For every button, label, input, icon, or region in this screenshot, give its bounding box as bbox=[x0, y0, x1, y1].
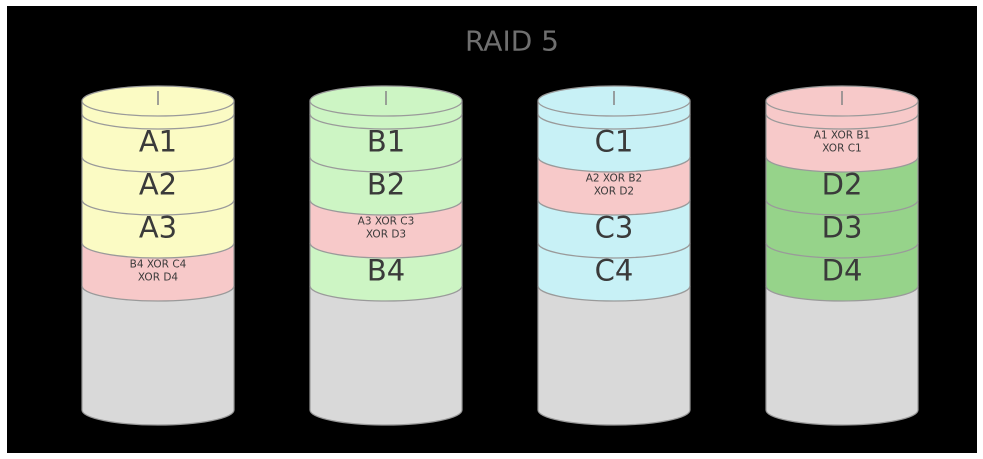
block-separator bbox=[81, 199, 235, 216]
block-label: D2 bbox=[822, 168, 863, 202]
block-separator bbox=[81, 113, 235, 130]
block-separator bbox=[765, 242, 919, 259]
block-label: A2 bbox=[139, 168, 177, 202]
block-separator bbox=[81, 285, 235, 302]
data-block bbox=[82, 157, 234, 215]
data-block bbox=[538, 114, 690, 172]
block-label: A1 bbox=[139, 125, 177, 159]
block-separator bbox=[81, 156, 235, 173]
data-block bbox=[766, 157, 918, 215]
data-block bbox=[82, 114, 234, 172]
block-separator bbox=[309, 113, 463, 130]
block-separator bbox=[309, 199, 463, 216]
block-separator bbox=[765, 113, 919, 130]
data-block bbox=[538, 200, 690, 258]
data-block bbox=[310, 157, 462, 215]
disk-bottom-edge bbox=[765, 409, 919, 426]
block-separator bbox=[81, 242, 235, 259]
disk-empty-space bbox=[310, 286, 462, 425]
block-separator bbox=[537, 199, 691, 216]
block-separator bbox=[309, 242, 463, 259]
parity-block bbox=[310, 200, 462, 258]
block-separator bbox=[537, 156, 691, 173]
block-label: B4 XOR C4 bbox=[130, 259, 187, 271]
block-label: XOR C1 bbox=[822, 143, 861, 155]
data-block bbox=[538, 243, 690, 301]
data-block bbox=[82, 200, 234, 258]
disk-empty-space bbox=[766, 286, 918, 425]
data-block bbox=[766, 200, 918, 258]
block-label: XOR D3 bbox=[366, 229, 406, 241]
block-separator bbox=[765, 156, 919, 173]
block-separator bbox=[309, 285, 463, 302]
block-separator bbox=[765, 199, 919, 216]
block-label: A1 XOR B1 bbox=[814, 130, 871, 142]
disk-bottom-edge bbox=[537, 409, 691, 426]
data-block bbox=[310, 243, 462, 301]
block-separator bbox=[537, 242, 691, 259]
block-label: C4 bbox=[595, 254, 634, 288]
block-label: D4 bbox=[822, 254, 863, 288]
block-separator bbox=[309, 156, 463, 173]
block-label: A3 bbox=[139, 211, 177, 245]
parity-block bbox=[766, 114, 918, 172]
block-label: B4 bbox=[367, 254, 405, 288]
block-label: C1 bbox=[595, 125, 634, 159]
disk-empty-space bbox=[538, 286, 690, 425]
parity-block bbox=[538, 157, 690, 215]
block-label: B2 bbox=[367, 168, 405, 202]
disk-empty-space bbox=[82, 286, 234, 425]
block-label: D3 bbox=[822, 211, 863, 245]
block-label: B1 bbox=[367, 125, 405, 159]
block-separator bbox=[765, 285, 919, 302]
data-block bbox=[766, 243, 918, 301]
parity-block bbox=[82, 243, 234, 301]
disk-bottom-edge bbox=[81, 409, 235, 426]
block-label: A2 XOR B2 bbox=[586, 173, 643, 185]
block-label: XOR D4 bbox=[138, 272, 179, 284]
data-block bbox=[310, 114, 462, 172]
block-separator bbox=[537, 113, 691, 130]
diagram-title: RAID 5 bbox=[465, 25, 559, 58]
block-label: XOR D2 bbox=[594, 186, 634, 198]
block-label: C3 bbox=[595, 211, 634, 245]
block-label: A3 XOR C3 bbox=[358, 216, 415, 228]
disk-bottom-edge bbox=[309, 409, 463, 426]
block-separator bbox=[537, 285, 691, 302]
